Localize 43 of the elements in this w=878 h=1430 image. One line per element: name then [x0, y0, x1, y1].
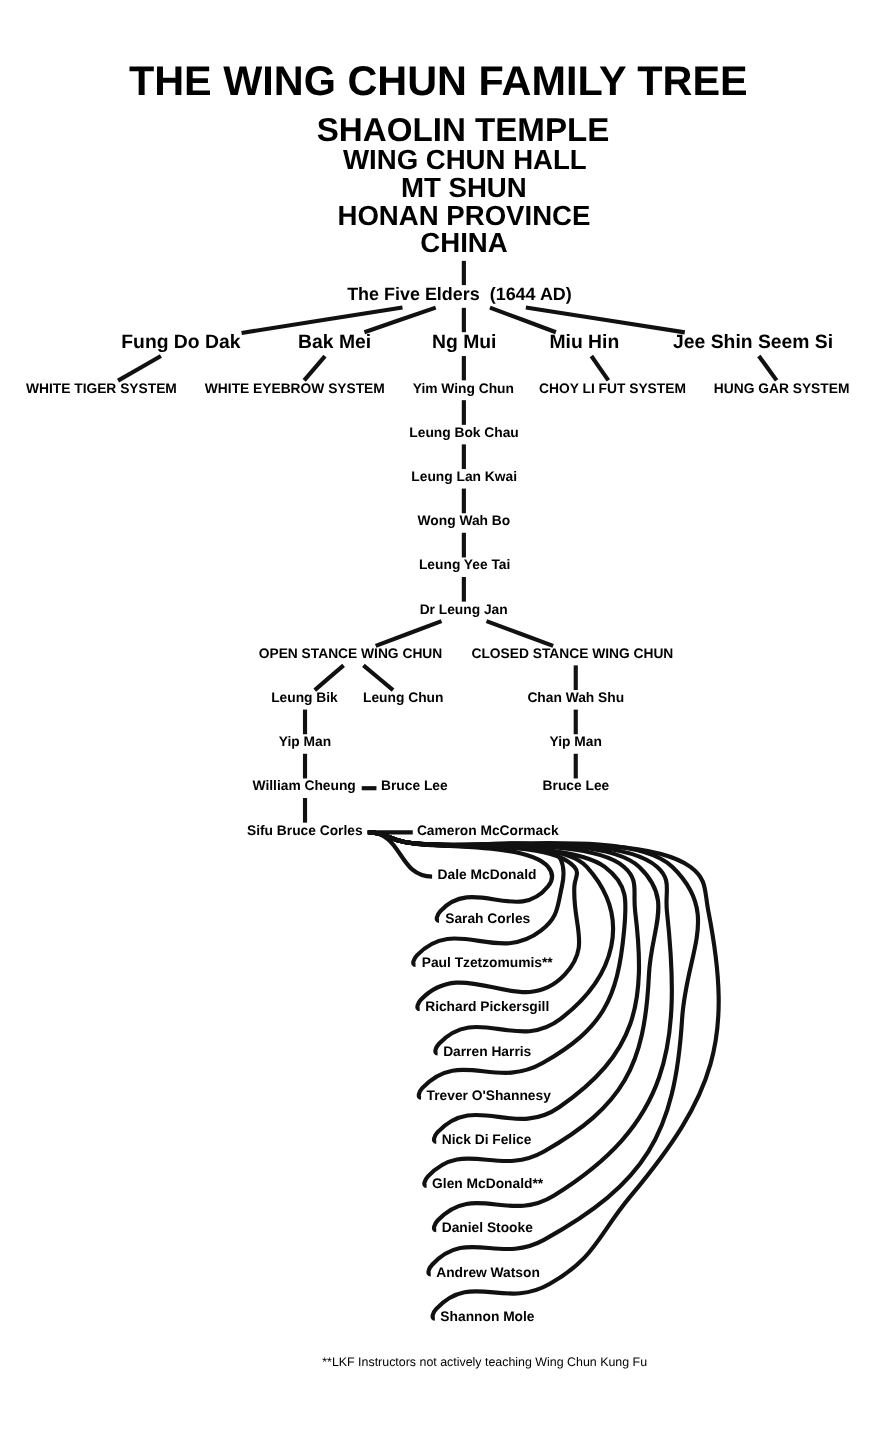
node-text: Ng Mui: [432, 331, 497, 354]
connector: [461, 532, 466, 558]
connector: [368, 830, 628, 1099]
node-text: SHAOLIN TEMPLE WING CHUN HALL MT SHUN HONAN PROVINCE CHINA: [316, 110, 610, 259]
connector: [461, 307, 466, 333]
connector: [461, 260, 466, 286]
connector: [313, 663, 345, 692]
connector: [461, 400, 466, 425]
connector: [368, 830, 433, 879]
connector: [241, 305, 403, 335]
connector: [757, 354, 779, 382]
connector: [302, 753, 308, 779]
connector: [589, 354, 611, 382]
node-text: Jee Shin Seem Si: [673, 331, 834, 354]
node-text: Miu Hin: [549, 331, 620, 354]
connector: [489, 305, 557, 335]
connector: [368, 830, 641, 1143]
connector: [302, 709, 308, 735]
connector: [461, 356, 466, 381]
connector: [363, 305, 437, 335]
connector: [461, 576, 466, 602]
node-text: Bak Mei: [298, 331, 372, 354]
connector: [302, 797, 308, 823]
connector: [573, 665, 578, 691]
connector: [374, 619, 443, 648]
connector: [117, 354, 162, 383]
connector: [573, 709, 578, 735]
connector: [368, 830, 582, 1011]
node-text: Fung Do Dak: [121, 331, 241, 354]
connector: [461, 488, 466, 514]
connector: [368, 830, 566, 967]
connector: [573, 753, 578, 779]
diagram-title: THE WING CHUN FAMILY TREE: [128, 58, 748, 105]
connector: [361, 786, 377, 791]
connector: [367, 830, 413, 835]
connector: [525, 305, 686, 335]
node-text: The Five Elders (1644 AD): [347, 283, 572, 304]
connector: [368, 830, 615, 1055]
connector: [485, 619, 554, 648]
connector: [302, 354, 327, 382]
connector: [461, 444, 466, 470]
connector: [362, 663, 395, 692]
connector: [368, 830, 555, 923]
